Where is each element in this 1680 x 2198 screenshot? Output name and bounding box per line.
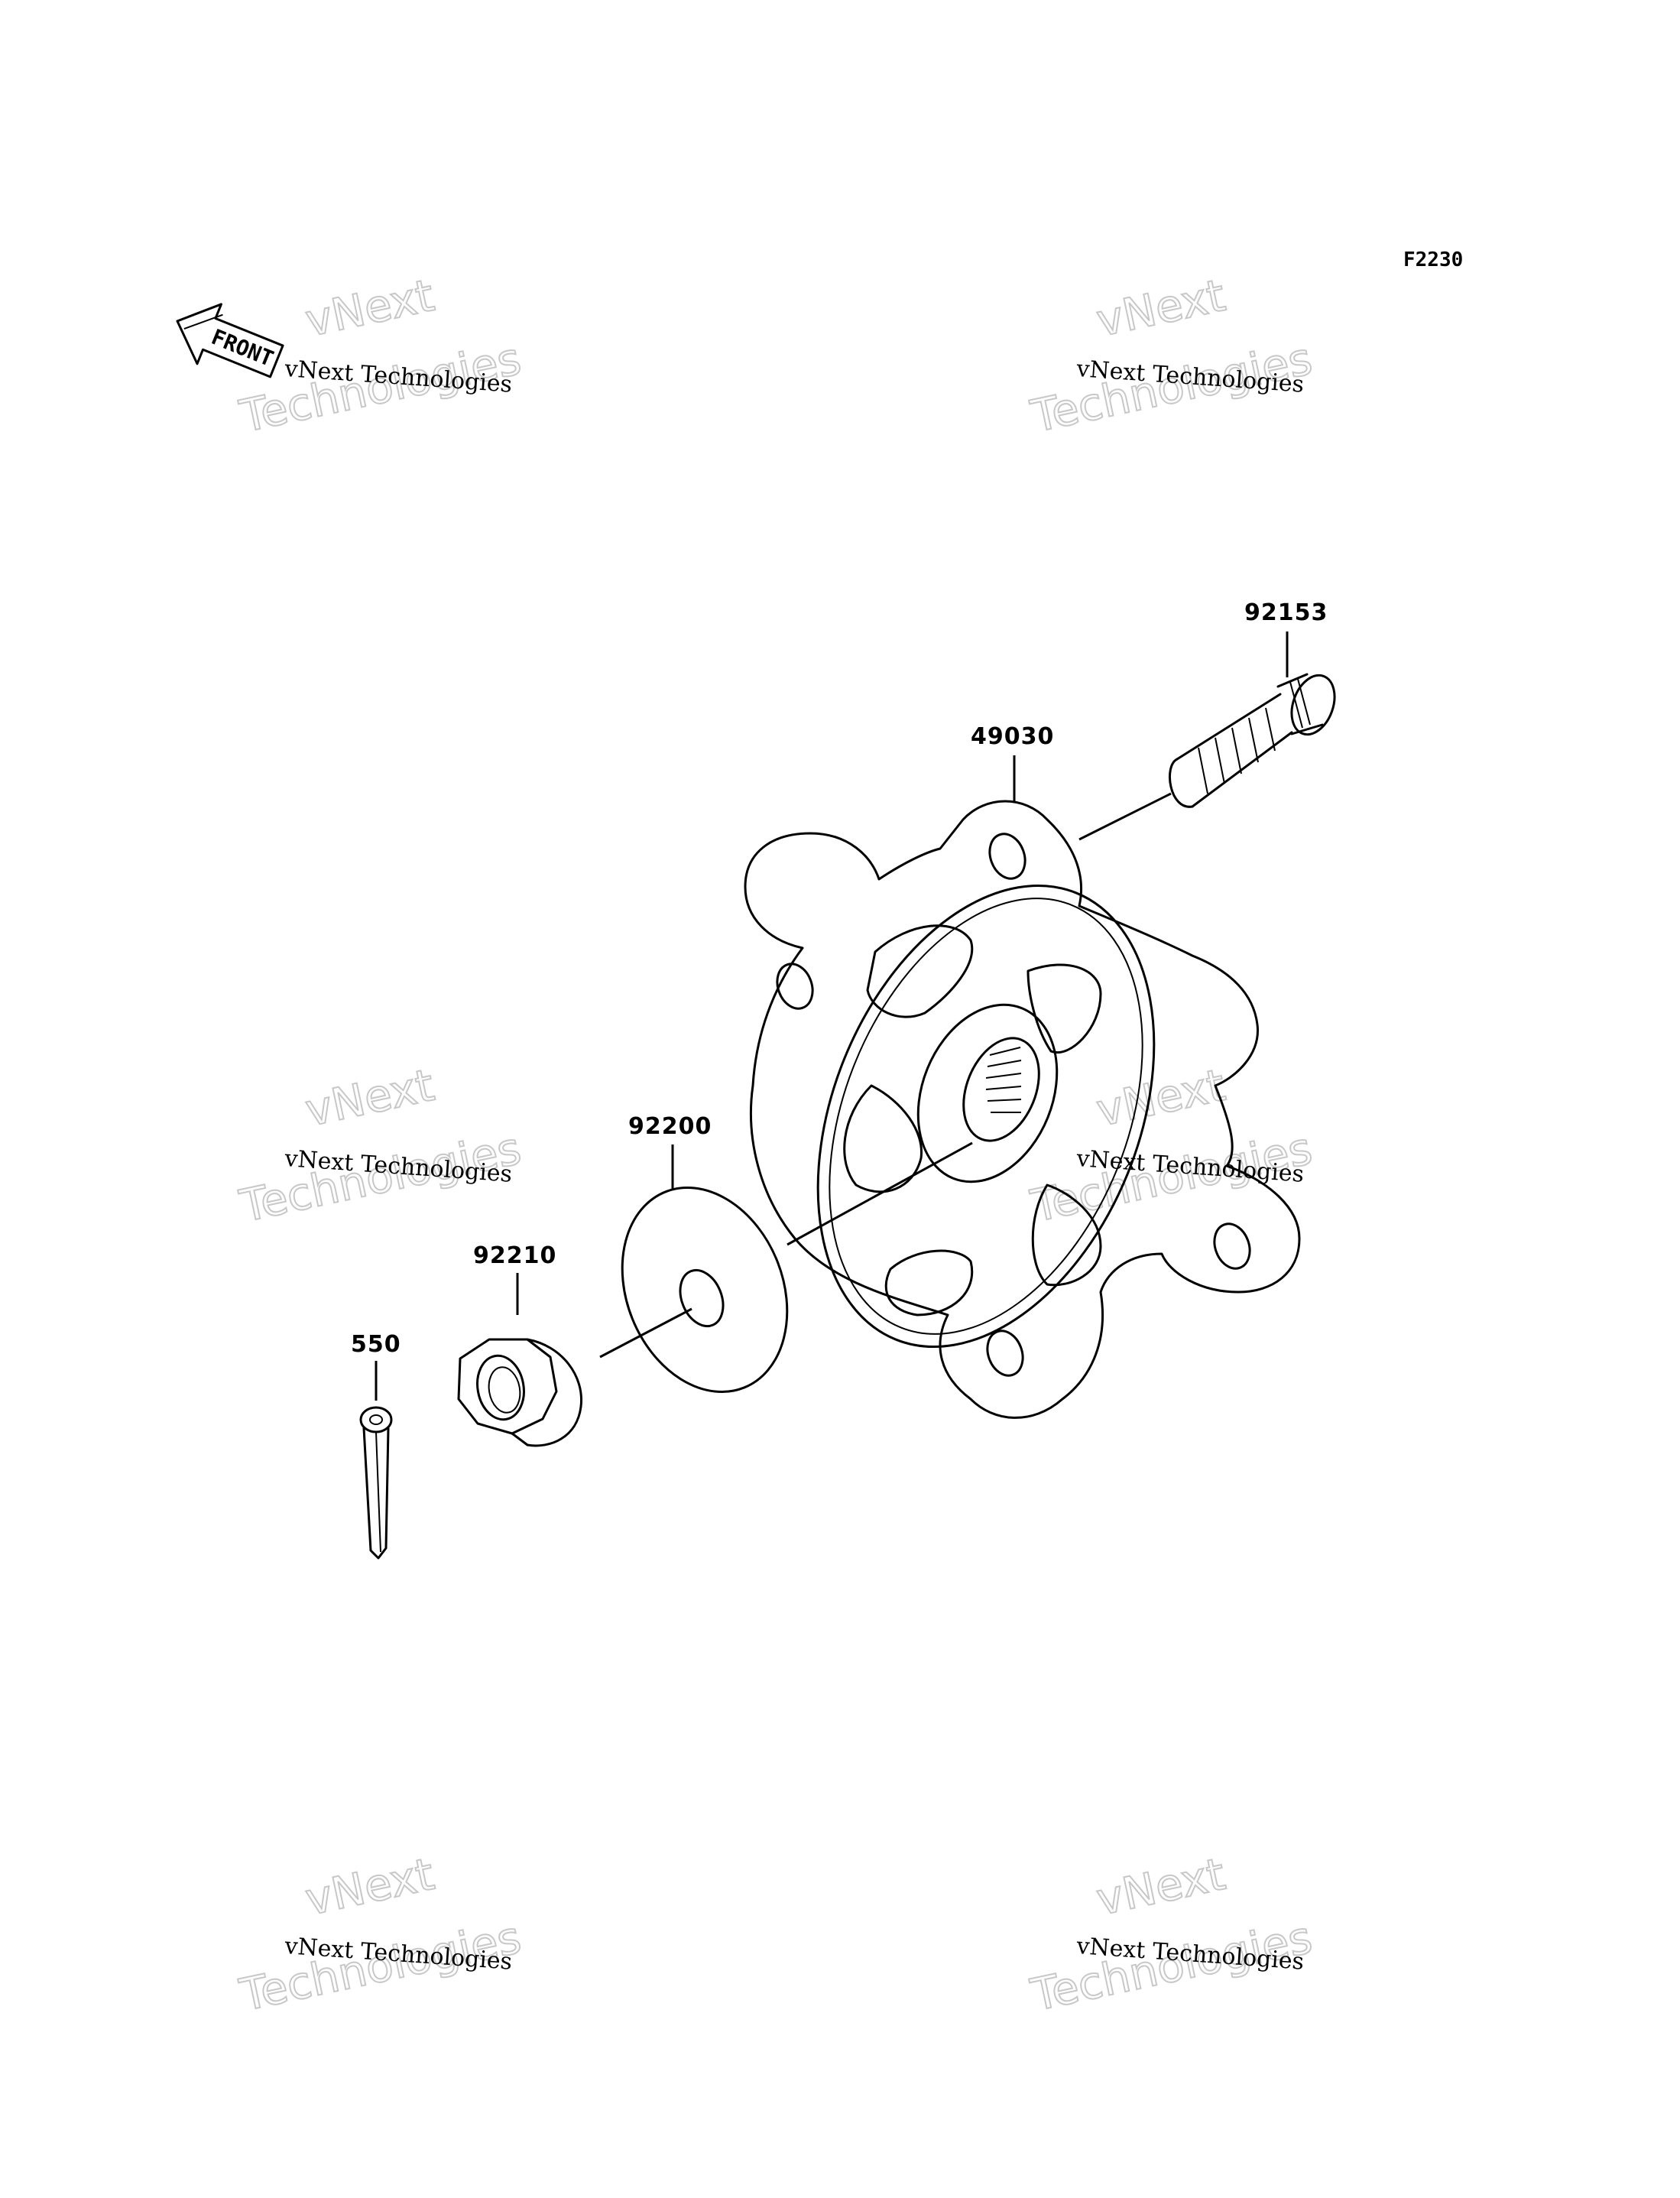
- part-number-label: 550: [351, 1331, 401, 1358]
- part-92210: 92210: [473, 1242, 556, 1315]
- watermark-big-line1: vNext: [1092, 1059, 1230, 1137]
- axis-line-bolt: [1078, 792, 1172, 841]
- watermark-top-right: vNext Technologies vNext Technologies: [1026, 268, 1318, 443]
- part-49030: 49030: [971, 723, 1054, 801]
- watermark-big-line1: vNext: [1092, 269, 1230, 347]
- watermark-big-line1: vNext: [301, 1059, 439, 1137]
- front-arrow-icon: FRONT: [176, 303, 284, 378]
- part-92153: 92153: [1244, 599, 1328, 677]
- watermark-big-line1: vNext: [301, 1848, 439, 1926]
- part-number-label: 92210: [473, 1242, 556, 1269]
- hub-body-shape: [744, 800, 1301, 1419]
- part-550: 550: [351, 1331, 401, 1401]
- axis-line-nut: [599, 1307, 692, 1359]
- part-92200: 92200: [628, 1113, 712, 1189]
- axis-line-hub: [786, 1141, 973, 1246]
- watermark-mid-left: vNext Technologies vNext Technologies: [235, 1058, 527, 1233]
- watermark-bottom-right: vNext Technologies vNext Technologies: [1026, 1847, 1318, 2022]
- nut-shape: [457, 1338, 583, 1447]
- cotter-pin-shape: [359, 1406, 393, 1560]
- watermark-mid-right: vNext Technologies vNext Technologies: [1026, 1058, 1318, 1233]
- washer-shape: [621, 1186, 789, 1394]
- watermark-big-line1: vNext: [1092, 1848, 1230, 1926]
- hub-bolt-shape: [1168, 673, 1336, 808]
- part-number-label: 92153: [1244, 599, 1328, 626]
- part-number-label: 49030: [971, 723, 1054, 750]
- part-number-label: 92200: [628, 1113, 712, 1140]
- watermark-bottom-left: vNext Technologies vNext Technologies: [235, 1847, 527, 2022]
- figure-code: F2230: [1403, 248, 1463, 271]
- watermark-big-line1: vNext: [301, 269, 439, 347]
